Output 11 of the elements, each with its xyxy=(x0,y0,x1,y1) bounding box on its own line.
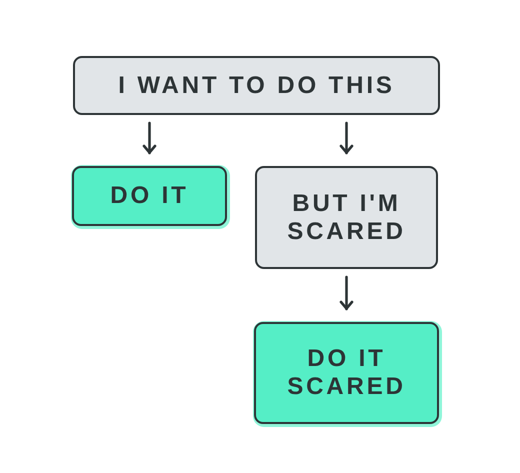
process-box xyxy=(72,166,227,226)
arrow xyxy=(340,122,354,154)
process-box xyxy=(254,322,439,424)
arrow xyxy=(340,276,354,310)
box-label: DO IT SCARED xyxy=(286,345,407,401)
box-label: I WANT TO DO THIS xyxy=(118,72,395,100)
arrow xyxy=(142,122,156,154)
process-box xyxy=(73,56,440,115)
box-label: DO IT xyxy=(110,182,189,210)
process-box xyxy=(255,166,438,269)
box-label: BUT I'M SCARED xyxy=(286,190,407,246)
